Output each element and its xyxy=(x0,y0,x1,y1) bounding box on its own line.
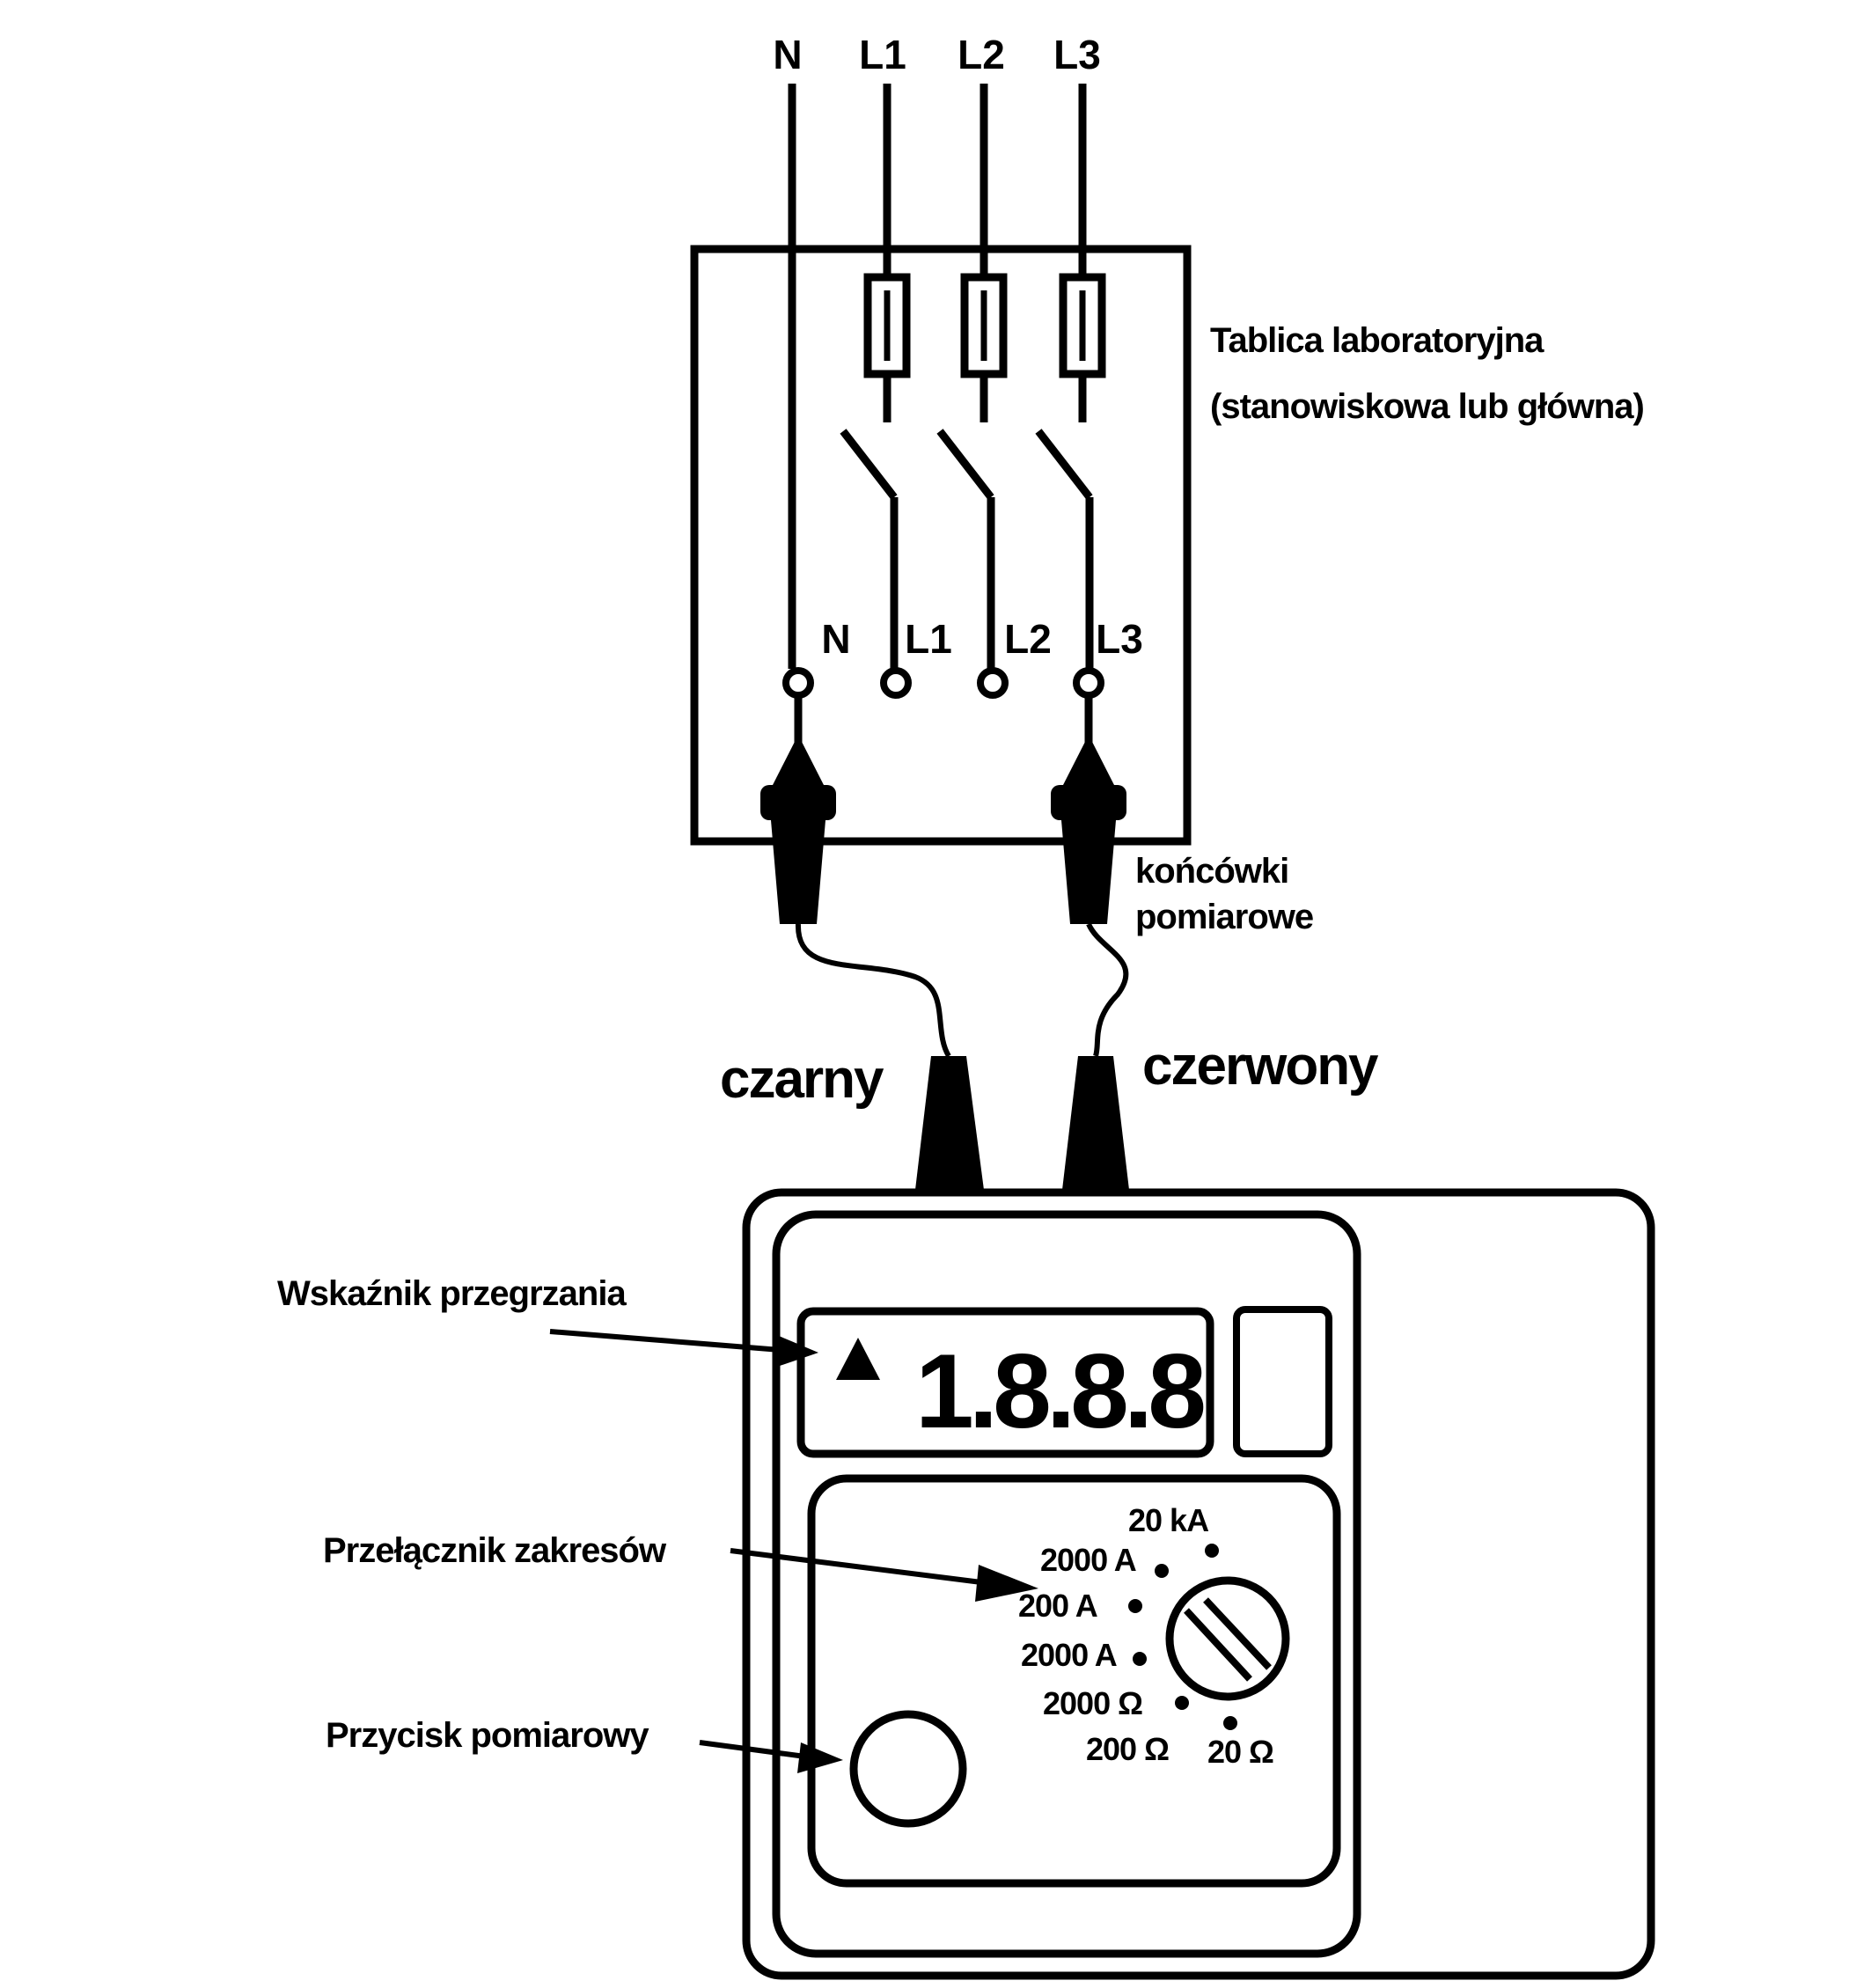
meter-front-panel xyxy=(772,1210,1361,1958)
probe-black[interactable] xyxy=(760,695,951,1058)
range-dot-20ka xyxy=(1205,1544,1219,1558)
range-switch-callout-arrow xyxy=(730,1548,1038,1602)
overheat-callout-arrow xyxy=(549,1329,818,1367)
switch-blade-l3 xyxy=(1035,429,1093,500)
terminal-l3[interactable] xyxy=(1073,667,1104,699)
terminal-l1[interactable] xyxy=(880,667,912,699)
range-dot-200a xyxy=(1128,1599,1142,1613)
phase-l3-path xyxy=(1035,84,1106,669)
plug-red[interactable] xyxy=(1062,1056,1129,1190)
terminal-l2[interactable] xyxy=(977,667,1009,699)
range-label-200ohm: 200 Ω xyxy=(1086,1731,1169,1767)
laboratory-board: N L1 L2 L3 xyxy=(690,84,1192,846)
range-dot-2000a-2 xyxy=(1133,1652,1147,1666)
measure-button[interactable] xyxy=(849,1710,967,1828)
switch-blade-l2 xyxy=(936,429,994,500)
range-switch[interactable] xyxy=(1165,1576,1290,1701)
terminal-label-l2: L2 xyxy=(1004,616,1052,662)
display-readout: 1.8.8.8 xyxy=(915,1332,1204,1450)
lead-label-black: czarny xyxy=(720,1049,884,1110)
terminal-n[interactable] xyxy=(782,667,814,699)
phase-l2-path xyxy=(936,84,1008,669)
meter-control-panel xyxy=(807,1474,1341,1888)
supply-label-n: N xyxy=(773,32,802,77)
range-switch-knob[interactable] xyxy=(1165,1576,1290,1701)
board-label-line2: (stanowiskowa lub główna) xyxy=(1210,387,1644,426)
plug-black[interactable] xyxy=(915,1056,984,1190)
measure-button-callout-arrow xyxy=(699,1740,843,1773)
meter-side-window xyxy=(1233,1306,1332,1457)
range-label-2000a-1: 2000 A xyxy=(1040,1542,1137,1578)
range-dot-2000ohm xyxy=(1175,1696,1189,1710)
probe-red[interactable] xyxy=(1051,695,1129,1057)
meter: 1.8.8.8 20 kA 2000 A 200 A 2000 A 2000 Ω… xyxy=(742,1188,1655,1980)
terminal-label-l3: L3 xyxy=(1096,616,1143,662)
meter-display xyxy=(796,1307,1214,1458)
supply-label-l3: L3 xyxy=(1053,32,1101,77)
supply-label-l1: L1 xyxy=(859,32,906,77)
range-dot-20ohm xyxy=(1223,1716,1237,1730)
switch-blade-l1 xyxy=(840,429,898,500)
range-label-2000a-2: 2000 A xyxy=(1021,1637,1118,1673)
board-frame xyxy=(690,245,1192,846)
range-dot-2000a-1 xyxy=(1155,1564,1169,1578)
range-label-20ohm: 20 Ω xyxy=(1207,1734,1273,1770)
terminal-label-l1: L1 xyxy=(905,616,952,662)
lead-label-red: czerwony xyxy=(1142,1036,1379,1097)
terminal-label-n: N xyxy=(821,616,850,662)
probes-label-line1: końcówki xyxy=(1135,852,1288,891)
phase-l1-path xyxy=(840,84,911,669)
supply-label-l2: L2 xyxy=(958,32,1005,77)
overheat-indicator-label: Wskaźnik przegrzania xyxy=(277,1274,627,1313)
range-label-200a: 200 A xyxy=(1018,1588,1098,1624)
range-label-2000ohm: 2000 Ω xyxy=(1043,1685,1142,1721)
board-label-line1: Tablica laboratoryjna xyxy=(1210,321,1544,360)
probes-label-line2: pomiarowe xyxy=(1135,898,1313,936)
range-switch-label: Przełącznik zakresów xyxy=(323,1531,667,1570)
overheat-indicator-icon xyxy=(836,1338,880,1380)
range-label-20ka: 20 kA xyxy=(1128,1502,1209,1538)
measure-button-label: Przycisk pomiarowy xyxy=(326,1716,649,1755)
meter-outer-case xyxy=(742,1188,1655,1980)
